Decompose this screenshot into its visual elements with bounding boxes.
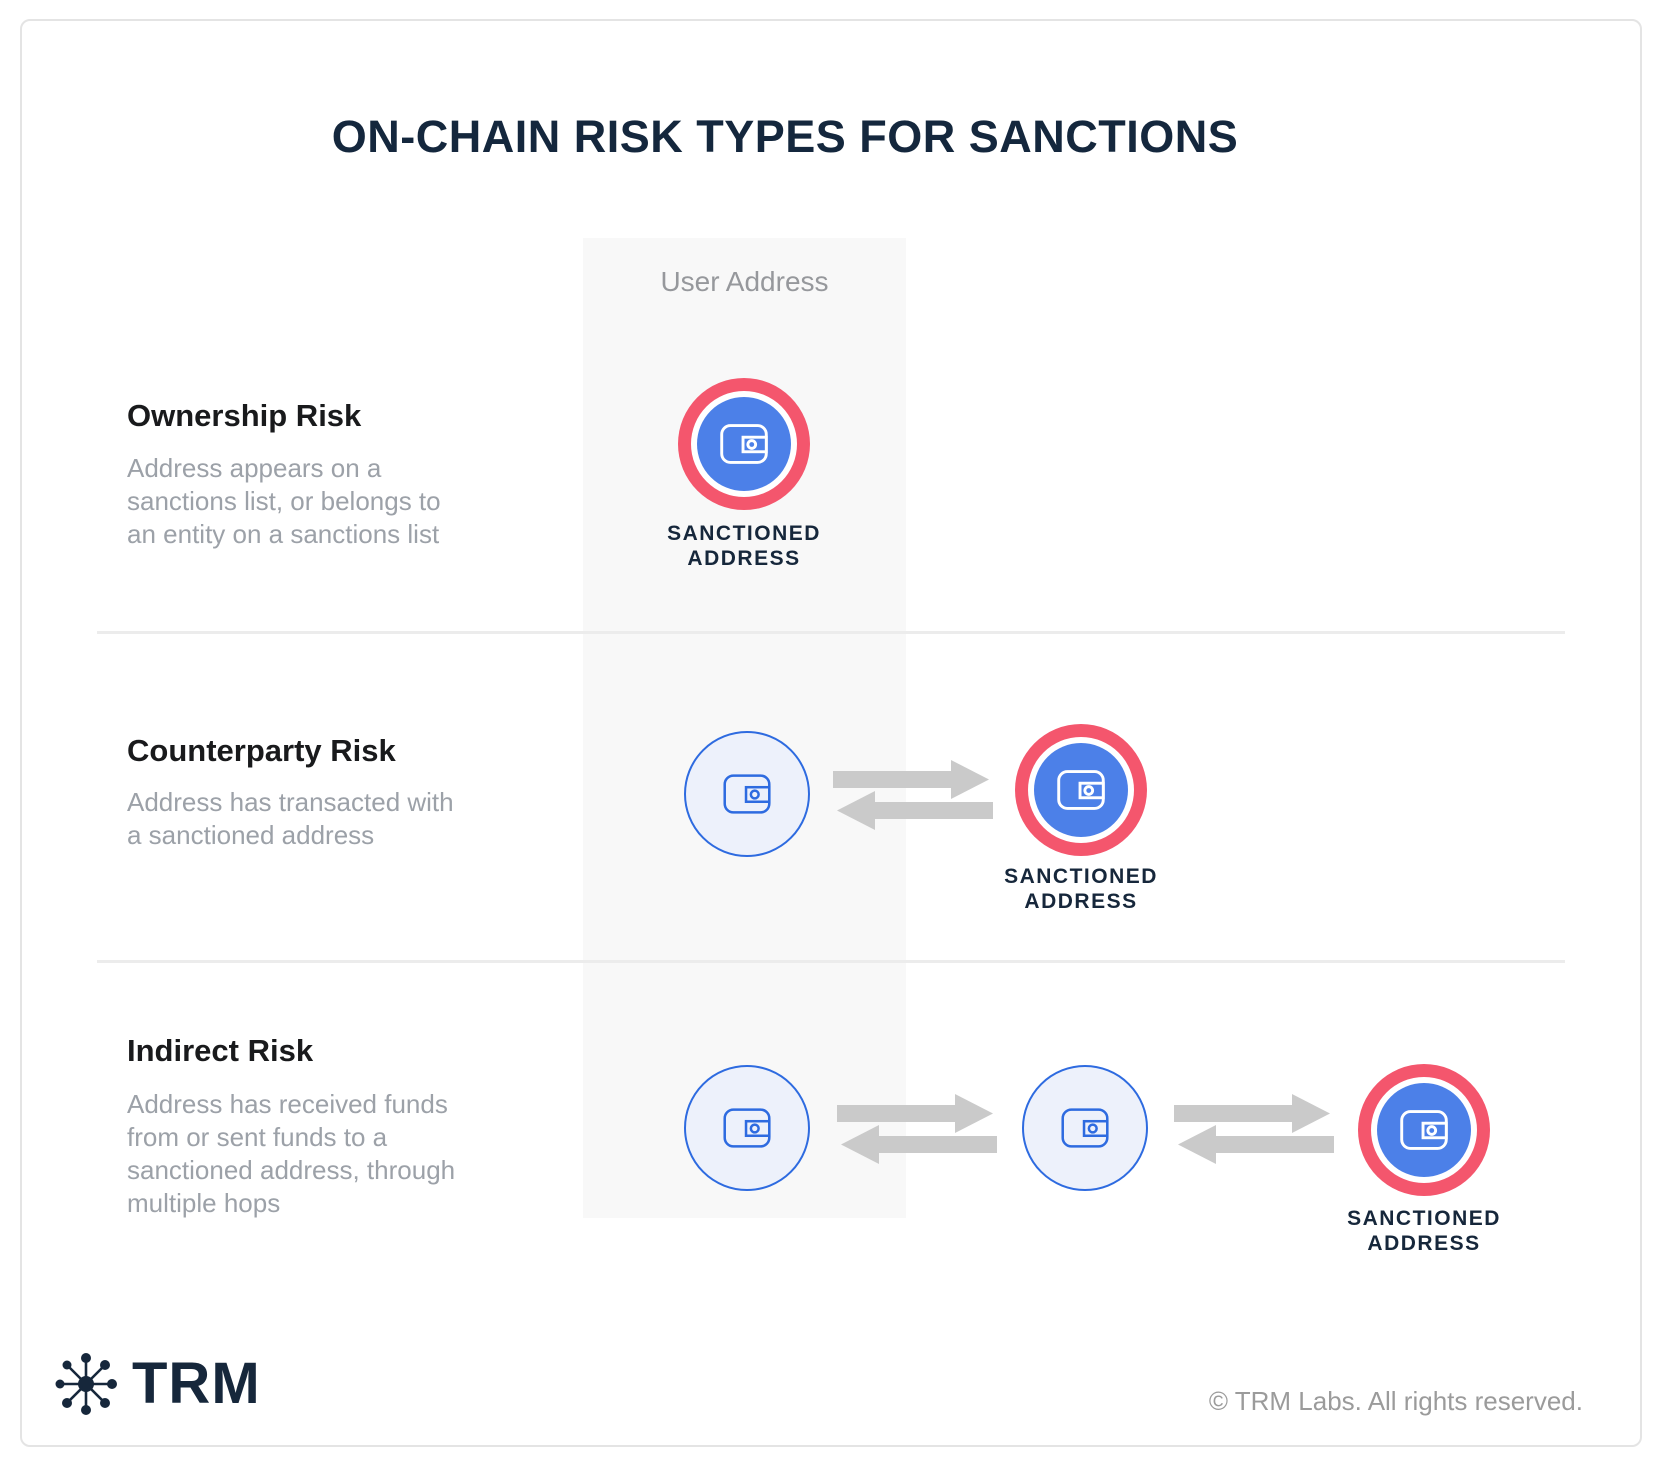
badge-white-ring — [1371, 1077, 1477, 1183]
indirect-risk-description: Address has received funds from or sent … — [127, 1089, 456, 1218]
copyright-text: © TRM Labs. All rights reserved. — [1208, 1386, 1583, 1416]
wallet-icon — [723, 1108, 771, 1148]
sanctioned-wallet-badge — [1358, 1064, 1490, 1196]
wallet-icon — [1400, 1110, 1448, 1150]
sanctioned-wallet-badge — [678, 378, 810, 510]
counterparty-risk-heading: Counterparty Risk — [127, 733, 396, 768]
intermediate-wallet-icon — [1022, 1065, 1148, 1191]
user-address-label: User Address — [660, 266, 829, 297]
user-wallet-icon — [684, 731, 810, 857]
trm-logo-icon — [55, 1352, 117, 1415]
transfer-arrows-icon — [837, 1094, 997, 1164]
badge-white-ring — [691, 391, 797, 497]
section-divider — [97, 631, 1565, 634]
sanctioned-address-label: SANCTIONED ADDRESS — [1004, 865, 1158, 913]
wallet-icon — [1057, 770, 1105, 810]
user-wallet-icon — [684, 1065, 810, 1191]
wallet-icon — [720, 424, 768, 464]
ownership-risk-heading: Ownership Risk — [127, 398, 362, 433]
indirect-risk-heading: Indirect Risk — [127, 1033, 314, 1068]
sanctioned-wallet-badge — [1015, 724, 1147, 856]
page-title: ON-CHAIN RISK TYPES FOR SANCTIONS — [331, 111, 1239, 162]
sanctioned-address-label: SANCTIONED ADDRESS — [667, 522, 821, 570]
transfer-arrows-icon — [833, 760, 993, 830]
transfer-arrows-icon — [1174, 1094, 1334, 1164]
wallet-icon — [723, 774, 771, 814]
badge-white-ring — [1028, 737, 1134, 843]
ownership-risk-description: Address appears on a sanctions list, or … — [127, 453, 441, 549]
section-divider — [97, 960, 1565, 963]
wallet-icon — [1061, 1108, 1109, 1148]
trm-logo: TRM — [53, 1350, 261, 1417]
badge-blue-disc — [1034, 743, 1128, 837]
badge-blue-disc — [1377, 1083, 1471, 1177]
trm-logo-text: TRM — [132, 1351, 261, 1416]
card-border — [20, 19, 1642, 1447]
badge-blue-disc — [697, 397, 791, 491]
sanctioned-address-label: SANCTIONED ADDRESS — [1347, 1207, 1501, 1255]
counterparty-risk-description: Address has transacted with a sanctioned… — [127, 787, 454, 850]
